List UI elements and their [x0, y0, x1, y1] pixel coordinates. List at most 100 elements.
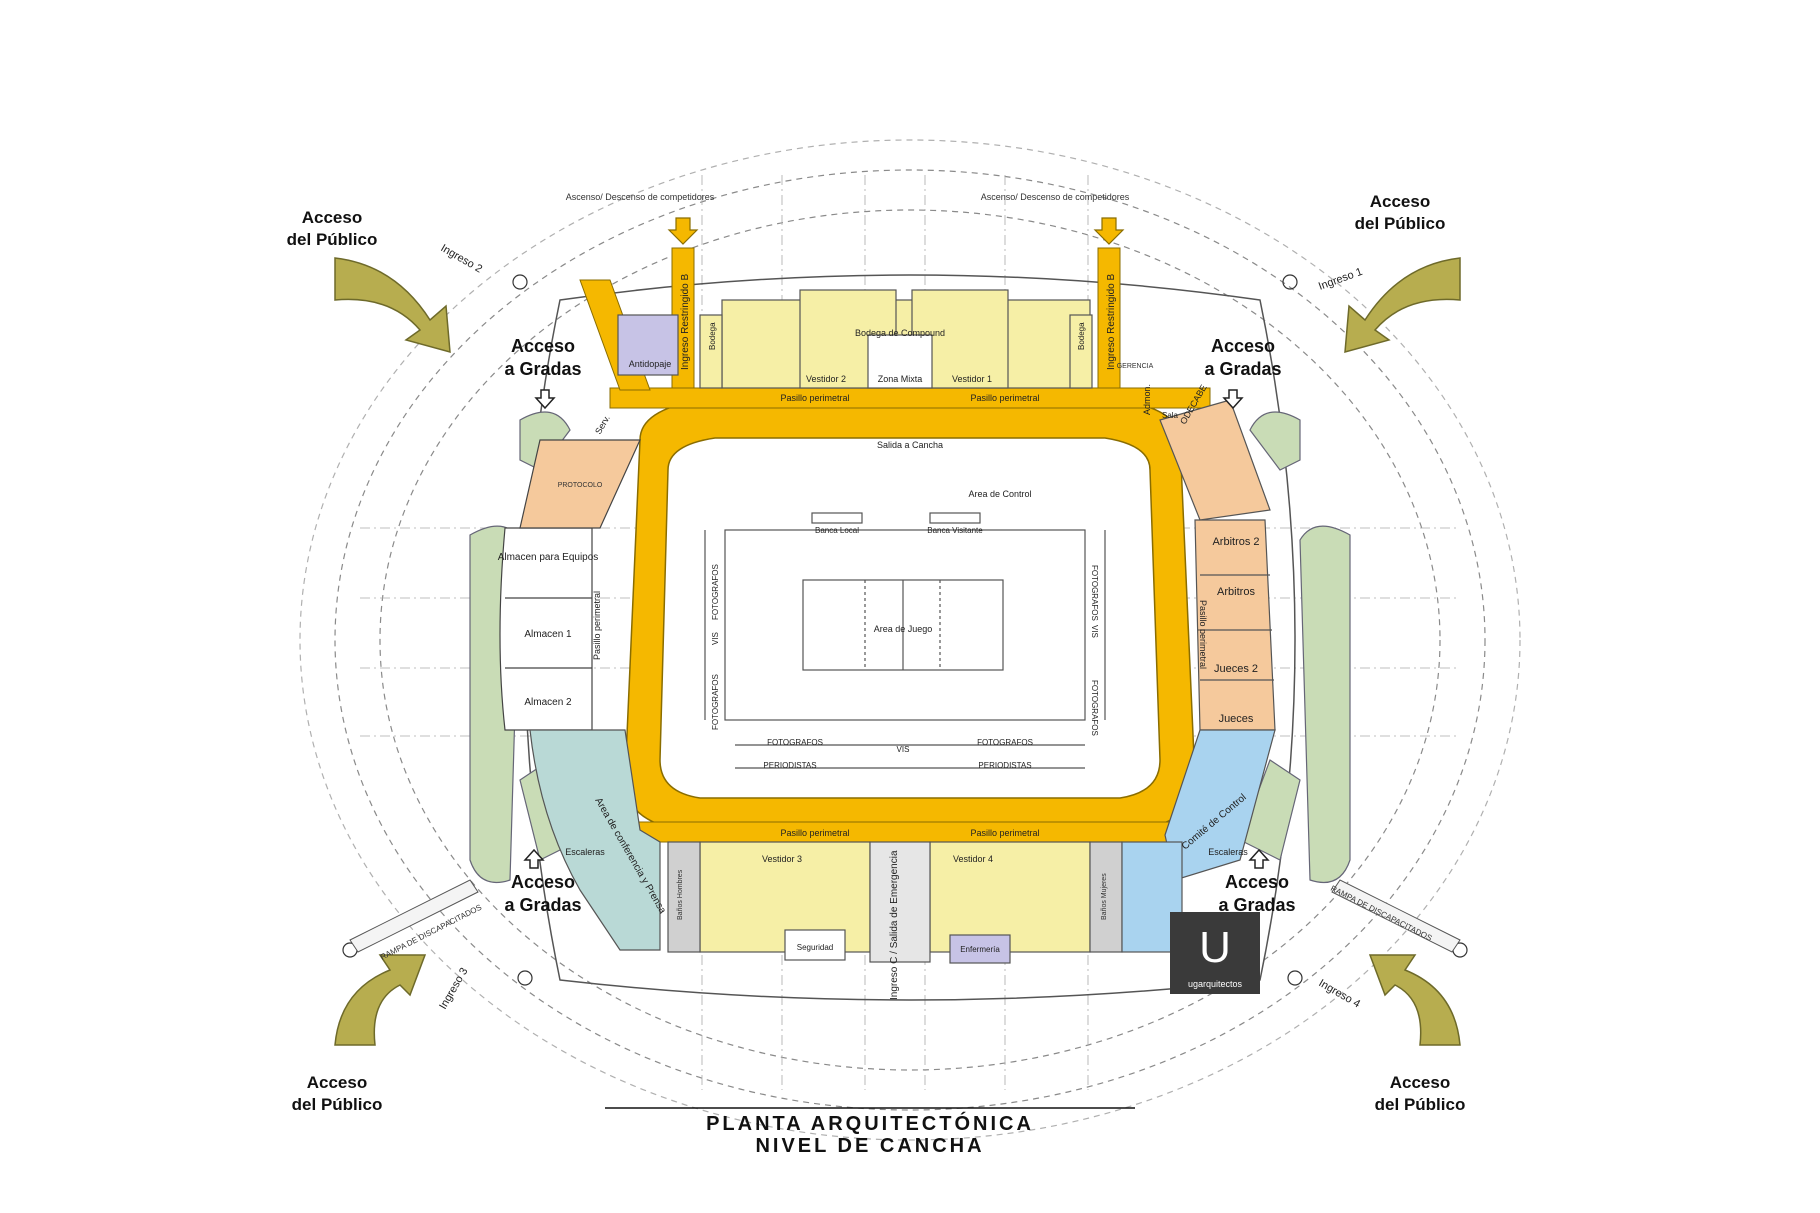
corridor-top-right: Pasillo perimetral [970, 393, 1039, 403]
room-banos-mujeres: Baños Mujeres [1101, 873, 1108, 920]
court-periodistas-left: PERIODISTAS [763, 761, 816, 770]
public-access-arrows [334, 257, 1461, 1046]
court-fotografos-bottom-right: FOTOGRAFOS [977, 738, 1033, 747]
right-officials-block [1159, 399, 1276, 731]
emergency-exit-label: Ingreso C / Salida de Emergencia [889, 850, 900, 1000]
corridor-left: Pasillo perimetral [592, 591, 602, 660]
drawing-title-line-2: NIVEL DE CANCHA [755, 1135, 984, 1157]
arrow-top-right-icon [1344, 257, 1461, 354]
gradas-access-label-br-2: a Gradas [1218, 895, 1295, 915]
ramps [349, 879, 1461, 953]
room-jueces-2: Jueces 2 [1214, 663, 1258, 675]
room-almacen-equipos: Almacen para Equipos [498, 552, 599, 563]
public-access-label-bl: Acceso [307, 1073, 367, 1092]
arrow-up-icon [523, 848, 545, 869]
ramp-right-label: RAMPA DE DISCAPACITADOS [1329, 884, 1433, 943]
room-antidopaje: Antidopaje [629, 359, 672, 369]
public-access-label-bl-2: del Público [292, 1095, 383, 1114]
gradas-access-label-br: Acceso [1225, 872, 1289, 892]
public-access-label-br: Acceso [1390, 1073, 1450, 1092]
control-committee-area [1121, 729, 1276, 953]
logo-name: ugarquitectos [1188, 979, 1243, 989]
arrow-bottom-left-icon [334, 954, 427, 1046]
room-vestidor-2: Vestidor 2 [806, 374, 846, 384]
room-bodega-compound: Bodega de Compound [855, 328, 945, 338]
corridor-bottom-left: Pasillo perimetral [780, 828, 849, 838]
gradas-access-label-tr-2: a Gradas [1204, 359, 1281, 379]
corridor-top-left: Pasillo perimetral [780, 393, 849, 403]
press-area [529, 729, 661, 951]
public-access-label-br-2: del Público [1375, 1095, 1466, 1114]
corridor-bottom-right: Pasillo perimetral [970, 828, 1039, 838]
court-vis-bottom: VIS [897, 745, 910, 754]
room-vestidor-1: Vestidor 1 [952, 374, 992, 384]
restricted-arrows [667, 217, 1125, 245]
room-banos-hombres: Baños Hombres [677, 869, 684, 920]
top-locker-block [617, 289, 1093, 389]
gradas-access-label-bl-2: a Gradas [504, 895, 581, 915]
room-seguridad: Seguridad [797, 943, 833, 952]
room-vestidor-4: Vestidor 4 [953, 854, 993, 864]
room-bodega-right: Bodega [1077, 322, 1086, 350]
arrow-bottom-right-icon [1368, 954, 1461, 1046]
arrow-top-left-icon [334, 257, 451, 354]
ingreso-1-label: Ingreso 1 [1317, 266, 1364, 293]
arrow-down-icon [1222, 389, 1244, 410]
arrow-down-icon [1093, 217, 1125, 245]
drop-off-left: Ascenso/ Descenso de competidores [566, 192, 715, 202]
room-enfermeria: Enfermería [960, 945, 1000, 954]
gradas-access-arrows [523, 389, 1270, 869]
arrow-down-icon [667, 217, 699, 245]
court-fotografos-left-top: FOTOGRAFOS [711, 564, 720, 620]
court-vis-left: VIS [711, 632, 720, 645]
site-outline [299, 139, 1521, 1141]
public-access-label-tr-2: del Público [1355, 214, 1446, 233]
gradas-access-label-tl-2: a Gradas [504, 359, 581, 379]
room-sala: Sala [1162, 411, 1179, 420]
public-access-label-tr: Acceso [1370, 192, 1430, 211]
left-storage-block [499, 439, 641, 731]
ingreso-2-label: Ingreso 2 [439, 242, 485, 275]
drop-off-right: Ascenso/ Descenso de competidores [981, 192, 1130, 202]
court-fotografos-left-bottom: FOTOGRAFOS [711, 674, 720, 730]
room-escaleras-right: Escaleras [1208, 847, 1248, 857]
ingreso-3-label: Ingreso 3 [437, 966, 470, 1012]
arrow-up-icon [1248, 848, 1270, 869]
room-protocolo: PROTOCOLO [558, 482, 603, 489]
court-vis-right: VIS [1090, 625, 1099, 638]
court-banca-local: Banca Local [815, 526, 859, 535]
room-vestidor-3: Vestidor 3 [762, 854, 802, 864]
room-jueces: Jueces [1219, 713, 1254, 725]
bottom-locker-block [667, 841, 1123, 964]
court-fotografos-right-top: FOTOGRAFOS [1090, 565, 1099, 621]
court-area [704, 512, 1106, 769]
room-zona-mixta: Zona Mixta [878, 374, 923, 384]
room-arbitros: Arbitros [1217, 586, 1255, 598]
arrow-down-icon [534, 389, 556, 410]
firm-logo: U ugarquitectos [1170, 912, 1260, 994]
gradas-access-label-bl: Acceso [511, 872, 575, 892]
room-gerencia: GERENCIA [1117, 363, 1154, 370]
public-access-label-tl-2: del Público [287, 230, 378, 249]
restricted-entry-left: Ingreso Restringido B [680, 274, 691, 370]
room-bodega-left: Bodega [708, 322, 717, 350]
court-fotografos-right-bottom: FOTOGRAFOS [1090, 680, 1099, 736]
drawing-title-line-1: PLANTA ARQUITECTÓNICA [706, 1111, 1034, 1135]
title-block: PLANTA ARQUITECTÓNICA NIVEL DE CANCHA [605, 1107, 1135, 1157]
court-area-juego: Area de Juego [874, 624, 933, 634]
court-fotografos-bottom-left: FOTOGRAFOS [767, 738, 823, 747]
restricted-entry-right: Ingreso Restringido B [1106, 274, 1117, 370]
gradas-access-label-tr: Acceso [1211, 336, 1275, 356]
court-area-control: Area de Control [968, 489, 1031, 499]
room-almacen-2: Almacen 2 [524, 697, 572, 708]
room-escaleras-left: Escaleras [565, 847, 605, 857]
court-periodistas-right: PERIODISTAS [978, 761, 1031, 770]
corridor-right: Pasillo perimetral [1198, 600, 1208, 669]
public-access-label-tl: Acceso [302, 208, 362, 227]
room-serv: Serv. [593, 413, 612, 436]
field-exit-label: Salida a Cancha [877, 440, 943, 450]
ingreso-4-label: Ingreso 4 [1317, 977, 1363, 1010]
room-almacen-1: Almacen 1 [524, 629, 572, 640]
gradas-access-label-tl: Acceso [511, 336, 575, 356]
